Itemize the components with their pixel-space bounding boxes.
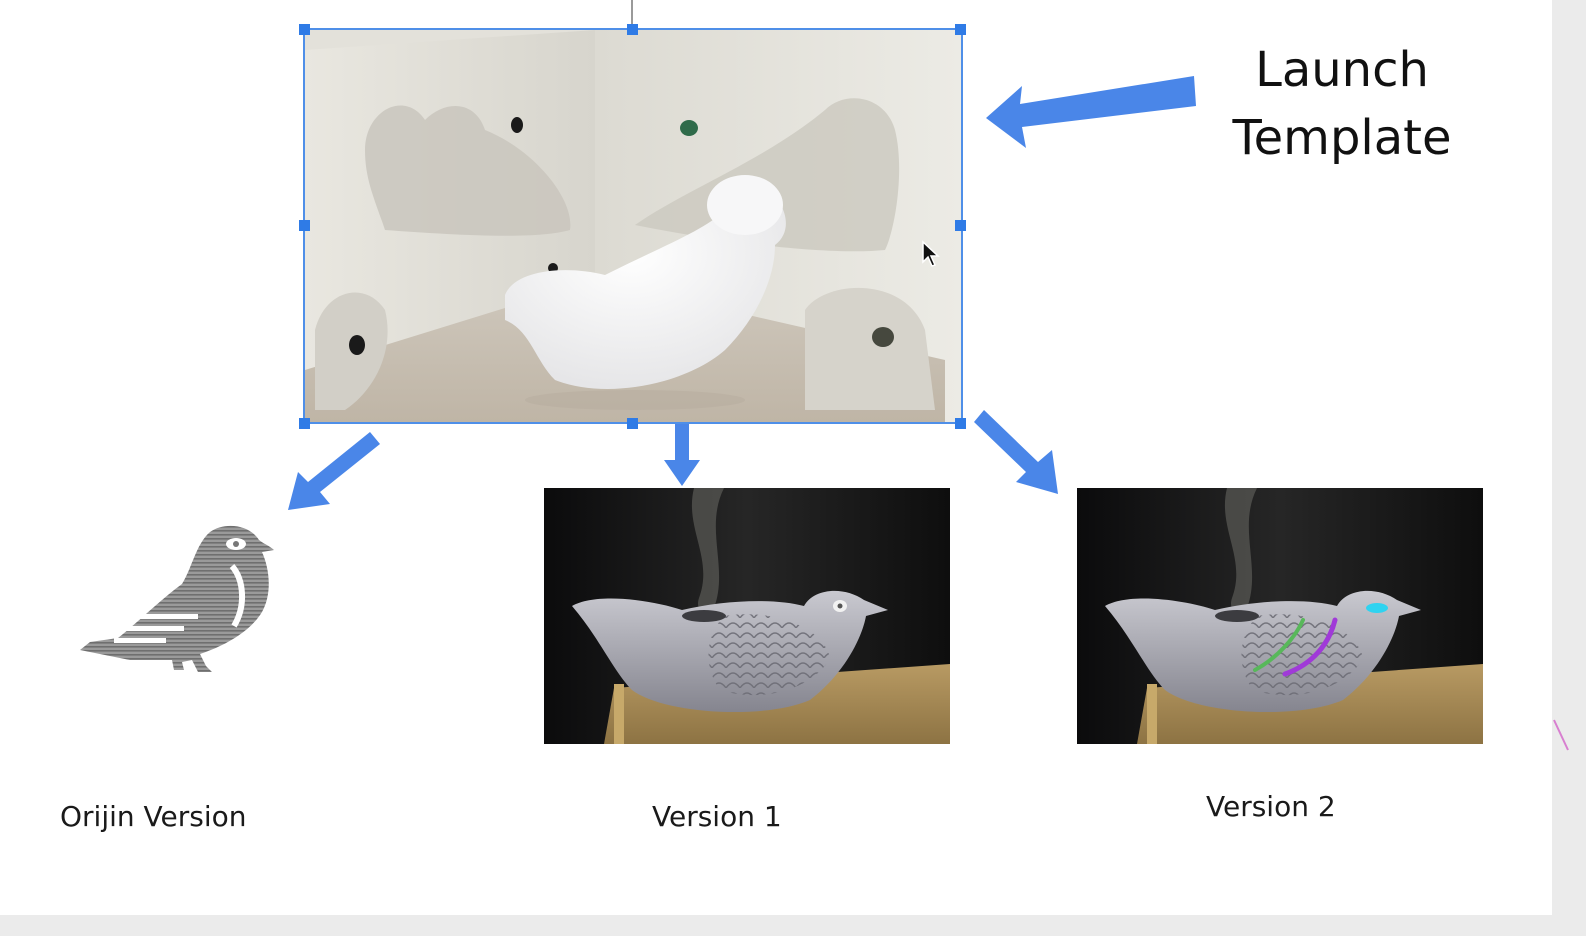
resize-handle-top-right[interactable] — [955, 24, 966, 35]
selection-outline — [303, 28, 963, 424]
launch-template-label: Launch Template — [1222, 36, 1462, 172]
version-2-image — [1077, 488, 1483, 744]
resize-handle-bottom-center[interactable] — [627, 418, 638, 429]
resize-handle-bottom-left[interactable] — [299, 418, 310, 429]
arrow-to-template[interactable] — [982, 72, 1202, 152]
mouse-pointer-icon — [922, 240, 940, 267]
arrow-to-origin[interactable] — [282, 430, 382, 515]
mold-photo-image — [305, 30, 961, 422]
title-line-2: Template — [1232, 110, 1452, 166]
title-line-1: Launch — [1255, 42, 1429, 98]
version-2-photo[interactable] — [1077, 488, 1483, 744]
resize-handle-top-left[interactable] — [299, 24, 310, 35]
arrow-to-version-2[interactable] — [972, 408, 1062, 496]
version-1-image — [544, 488, 950, 744]
origin-version-caption: Orijin Version — [60, 800, 247, 833]
rotation-handle-stem[interactable] — [631, 0, 633, 24]
resize-handle-middle-right[interactable] — [955, 220, 966, 231]
resize-handle-middle-left[interactable] — [299, 220, 310, 231]
arrow-to-version-1[interactable] — [660, 424, 704, 488]
resize-handle-bottom-right[interactable] — [955, 418, 966, 429]
mold-photo[interactable] — [305, 30, 961, 422]
version-1-caption: Version 1 — [652, 800, 782, 833]
resize-handle-top-center[interactable] — [627, 24, 638, 35]
version-1-photo[interactable] — [544, 488, 950, 744]
version-2-caption: Version 2 — [1206, 790, 1336, 823]
slide-canvas: Launch Template — [0, 0, 1552, 915]
pigeon-logo-icon[interactable] — [74, 522, 284, 677]
edge-annotation-mark — [1553, 719, 1569, 751]
